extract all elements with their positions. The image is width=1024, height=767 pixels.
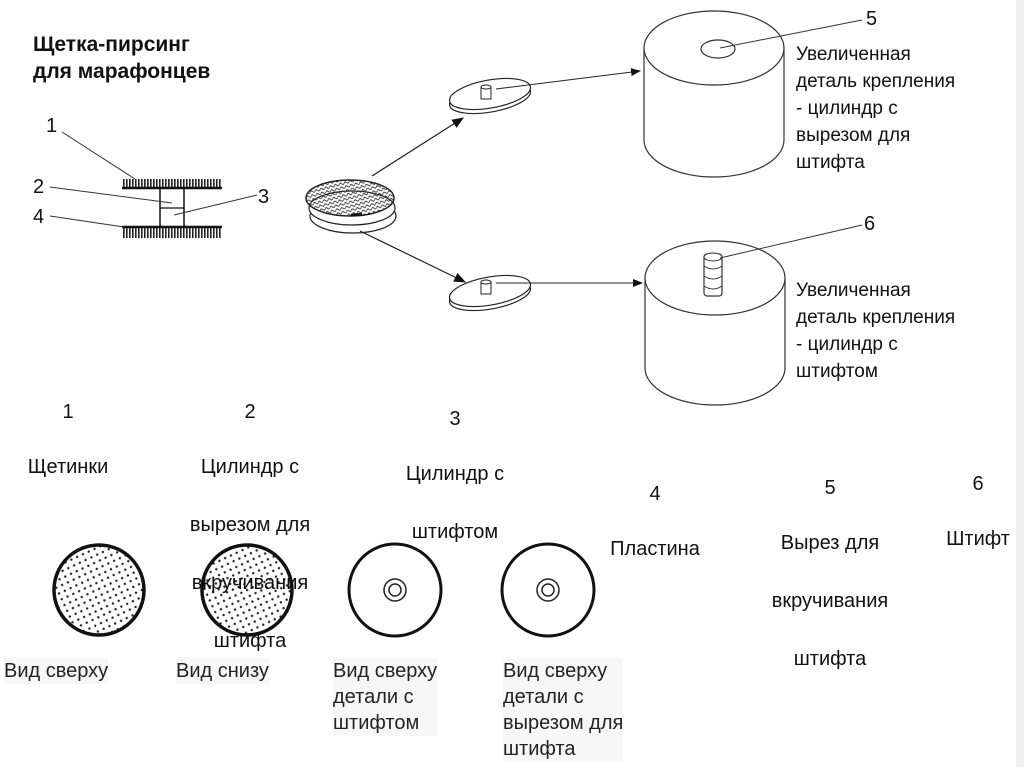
view-caption-bottom: Вид снизу [176, 658, 269, 684]
right-edge-strip [1016, 0, 1024, 767]
legend-label: Вырез для [780, 532, 880, 554]
detail-description-pin: Увеличенная деталь крепления - цилиндр с… [796, 277, 955, 385]
bristles-bottom [122, 228, 222, 238]
arrow-to-bottom-part [359, 230, 467, 283]
diagram-title: Щетка-пирсинг для марафонцев [33, 31, 210, 85]
desc-line: штифтом [796, 361, 878, 382]
legend-item-6: 6 Штифт [928, 442, 1024, 568]
desc-line: - цилиндр с [796, 98, 898, 119]
callout-1: 1 [46, 115, 58, 137]
bottom-disc-part [448, 274, 643, 312]
desc-line: деталь крепления [796, 307, 956, 328]
leader-1 [61, 131, 136, 180]
enlarged-cylinder-with-pin [644, 224, 863, 406]
legend-item-1: 1 Щетинки [8, 370, 128, 496]
legend-number: 1 [62, 401, 74, 423]
legend-label: Цилиндр с [405, 463, 505, 485]
callout-3: 3 [258, 186, 270, 208]
legend-label: Пластина [610, 538, 700, 560]
hole-part-top-view-circle [500, 542, 596, 638]
view-caption-line: Вид снизу [176, 660, 269, 682]
leader-2 [49, 186, 173, 204]
desc-line: - цилиндр с [796, 334, 898, 355]
legend-label: штифта [793, 648, 867, 670]
legend-label: штифтом [411, 521, 499, 543]
legend-label: штифта [213, 630, 287, 652]
legend-label: вкручивания [771, 590, 889, 612]
leader-5 [719, 19, 863, 49]
arrow-to-top-part [371, 117, 465, 177]
desc-line: штифта [796, 152, 865, 173]
hole [700, 39, 736, 59]
legend-number: 6 [972, 473, 984, 495]
title-line-1: Щетка-пирсинг [33, 33, 190, 56]
leader-6 [719, 224, 863, 259]
legend-label: вырезом для [189, 514, 311, 536]
view-caption-hole-part: Вид сверху детали с вырезом для штифта [503, 658, 624, 762]
legend-label: вкручивания [191, 572, 309, 594]
callout-2: 2 [33, 176, 45, 198]
view-caption-line: детали с [503, 686, 584, 708]
detail-description-hole: Увеличенная деталь крепления - цилиндр с… [796, 41, 955, 176]
legend-item-5: 5 Вырез для вкручивания штифта [745, 446, 915, 688]
legend-item-2: 2 Цилиндр с вырезом для вкручивания штиф… [160, 370, 340, 670]
bottom-view-circle [200, 543, 294, 637]
legend-number: 4 [649, 483, 661, 505]
legend-number: 3 [449, 408, 461, 430]
desc-line: Увеличенная [796, 44, 911, 65]
legend-label: Щетинки [27, 456, 109, 478]
legend-label: Цилиндр с [200, 456, 300, 478]
bristles-top [122, 179, 222, 188]
view-caption-line: штифта [503, 738, 576, 760]
view-caption-pin-part: Вид сверху детали с штифтом [333, 658, 438, 736]
legend-number: 5 [824, 477, 836, 499]
cross-section-diagram [49, 131, 258, 238]
view-caption-top: Вид сверху [4, 658, 109, 684]
view-caption-line: штифтом [333, 712, 420, 734]
legend-item-3: 3 Цилиндр с штифтом [370, 377, 540, 561]
view-caption-line: Вид сверху [4, 660, 109, 682]
callout-6: 6 [864, 213, 876, 235]
top-view-circle [52, 543, 146, 637]
view-caption-line: детали с [333, 686, 414, 708]
view-caption-line: вырезом для [503, 712, 624, 734]
desc-line: вырезом для [796, 125, 911, 146]
callout-5: 5 [866, 8, 878, 30]
desc-line: Увеличенная [796, 280, 911, 301]
enlarged-cylinder-with-hole [643, 10, 863, 178]
legend-label: Штифт [946, 528, 1010, 550]
leader-3 [173, 194, 258, 216]
assembled-brush [305, 179, 397, 234]
pin-part-top-view-circle [347, 542, 443, 638]
title-line-2: для марафонцев [33, 60, 211, 83]
leader-4 [49, 215, 125, 228]
desc-line: деталь крепления [796, 71, 956, 92]
view-caption-line: Вид сверху [503, 660, 608, 682]
legend-number: 2 [244, 401, 256, 423]
legend-item-4: 4 Пластина [585, 452, 725, 578]
callout-4: 4 [33, 206, 45, 228]
view-caption-line: Вид сверху [333, 660, 438, 682]
top-disc-part [448, 68, 641, 115]
